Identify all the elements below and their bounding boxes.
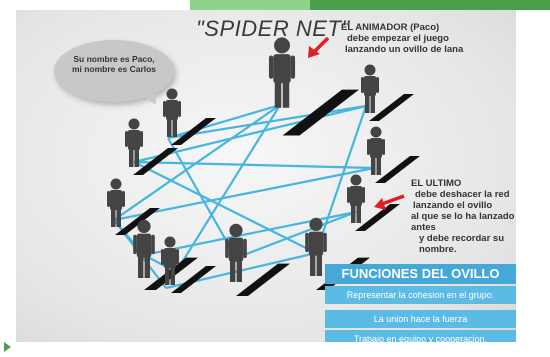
diagram-canvas: Su nombre es Paco, mi nombre es Carlos "…: [16, 10, 516, 342]
annotation-animador: EL ANIMADOR (Paco) debe empezar el juego…: [341, 22, 463, 55]
ovillo-functions-heading: FUNCIONES DEL OVILLO: [325, 264, 516, 284]
annotation-ultimo-line-1: EL ULTIMO: [411, 178, 462, 189]
thread-4: [133, 160, 375, 170]
person-icon: [268, 37, 296, 108]
speech-line-2: mi nombre es Carlos: [71, 64, 157, 74]
thread-14: [175, 104, 281, 273]
diagram-title: "SPIDER NET": [196, 16, 350, 41]
thread-9: [314, 105, 368, 254]
person-last: [347, 174, 400, 231]
speech-line-1: Su nombre es Paco,: [73, 54, 155, 64]
annotation-ultimo-line-5: y debe recordar su nombre.: [419, 233, 505, 255]
annotation-animador-line-2: debe empezar el juego: [347, 33, 449, 44]
annotation-ultimo-line-4: al que se lo ha lanzado antes: [411, 211, 515, 233]
ovillo-function-3: Trabajo en equipo y cooperacion.: [325, 330, 516, 342]
slide-left-edge: [0, 0, 16, 357]
thread-2: [167, 104, 367, 140]
top-accent-dark: [310, 0, 550, 10]
thread-lines: [113, 103, 375, 290]
person-icon: [163, 88, 181, 137]
annotation-animador-line-3: lanzando un ovillo de lana: [345, 44, 464, 55]
red-arrow-icon: [374, 194, 405, 210]
person-top-right: [361, 64, 414, 121]
annotation-animador-line-1: EL ANIMADOR (Paco): [341, 22, 440, 33]
thread-5: [113, 166, 375, 222]
speech-bubble-text: Su nombre es Paco, mi nombre es Carlos: [60, 54, 168, 74]
thread-6: [113, 104, 281, 221]
person-icon: [305, 217, 327, 276]
person-right-middle: [367, 126, 420, 183]
thread-11: [143, 210, 357, 257]
top-accent-light: [190, 0, 310, 10]
spider-net-diagram: [107, 36, 420, 296]
thread-12: [235, 210, 357, 260]
annotation-ultimo: EL ULTIMO debe deshacer la red lanzando …: [411, 178, 516, 255]
ovillo-function-2: La union hace la fuerza: [325, 310, 516, 328]
thread-3: [133, 104, 367, 164]
nav-arrow-icon[interactable]: [4, 342, 11, 352]
person-top-left: [163, 88, 216, 145]
speech-bubble: [54, 40, 174, 102]
person-icon: [347, 174, 365, 223]
red-arrow-icon: [308, 36, 330, 58]
annotation-ultimo-line-2: debe deshacer la red: [415, 189, 510, 200]
annotation-ultimo-line-3: lanzando el ovillo: [413, 200, 493, 211]
thread-1: [167, 103, 281, 140]
ovillo-function-1: Representar la cohesion en el grupo.: [325, 286, 516, 304]
